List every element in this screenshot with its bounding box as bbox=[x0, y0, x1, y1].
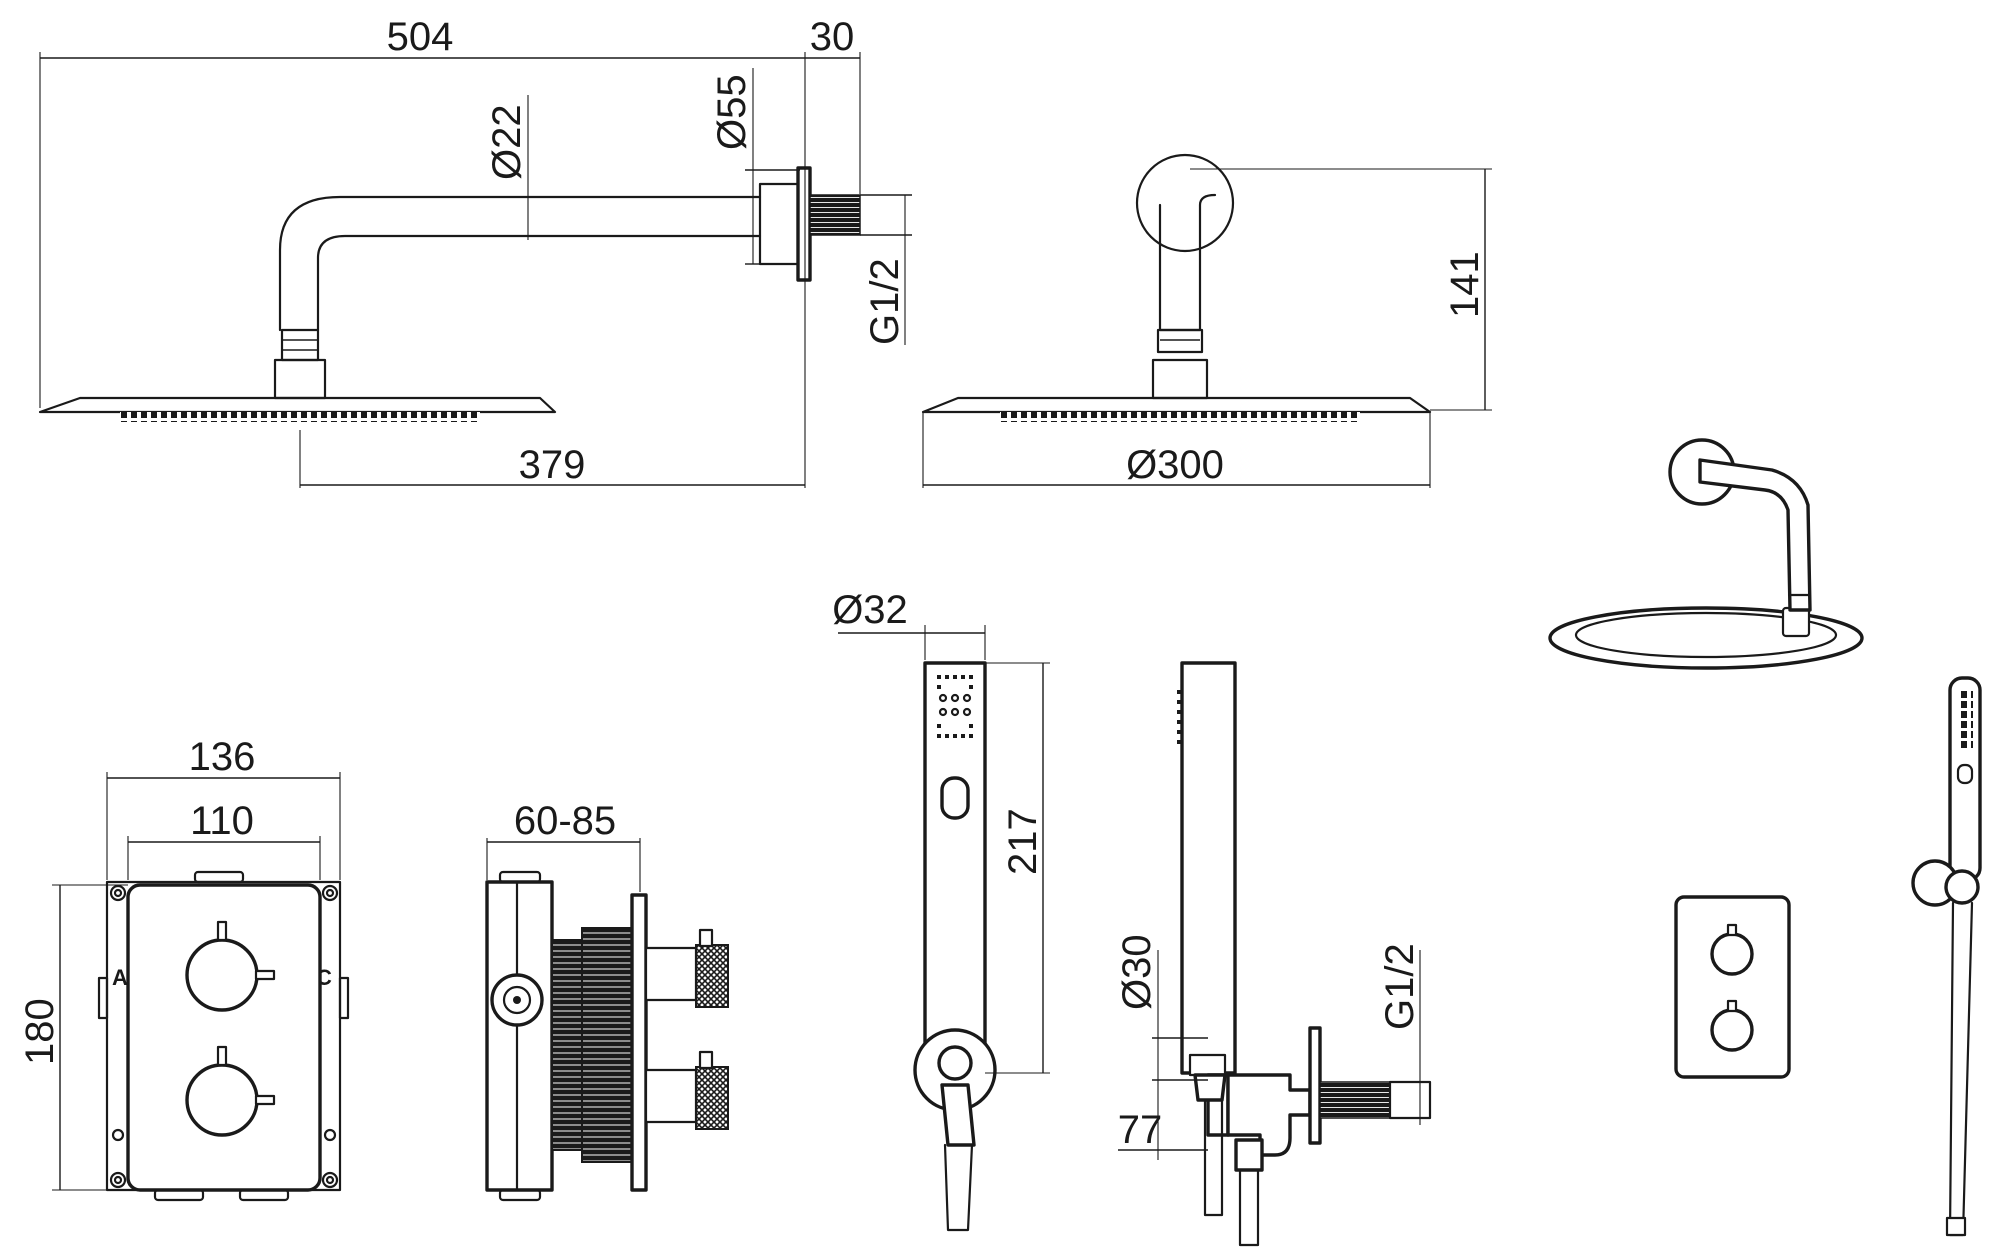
holder-clip bbox=[940, 1083, 976, 1147]
dim-217: 217 bbox=[1001, 808, 1045, 875]
outlet-pipe-end bbox=[1388, 1080, 1432, 1120]
flow-knob bbox=[185, 1063, 259, 1137]
outlet-wall-plate bbox=[1308, 1026, 1322, 1145]
wall-plate-side bbox=[796, 166, 812, 282]
overview-arm bbox=[1698, 458, 1812, 612]
handshower-front-view: Ø32 217 bbox=[832, 588, 1050, 1232]
valve-body-hatch-a bbox=[551, 939, 583, 1151]
nozzle-strip bbox=[120, 412, 480, 422]
arm-front bbox=[1158, 193, 1217, 332]
dim-g12-outlet: G1/2 bbox=[1378, 943, 1422, 1030]
port-letter-a: A bbox=[112, 965, 128, 990]
arm-thread bbox=[809, 194, 861, 236]
hose-front bbox=[943, 1143, 974, 1232]
handshower-body bbox=[923, 661, 987, 1075]
dim-32: Ø32 bbox=[832, 588, 908, 632]
handshower-side-view: Ø30 77 G1/2 bbox=[1115, 661, 1432, 1247]
handshower-side-body bbox=[1180, 661, 1237, 1075]
knob-knurl-top bbox=[695, 944, 729, 1008]
side-cover-plate bbox=[630, 893, 648, 1192]
nozzle-strip-front bbox=[1000, 412, 1360, 422]
overview-thermostat bbox=[1674, 895, 1791, 1079]
dim-136: 136 bbox=[189, 735, 256, 779]
handshower-hose-side-a bbox=[1203, 1098, 1224, 1217]
ball-joint-front bbox=[1156, 328, 1204, 354]
overview-shower-head bbox=[1548, 606, 1864, 670]
dim-110: 110 bbox=[190, 799, 254, 843]
outlet-thread bbox=[1319, 1081, 1391, 1119]
dim-g12-arm: G1/2 bbox=[863, 258, 907, 345]
shower-arm-front-view: 141 Ø300 bbox=[921, 153, 1492, 488]
dim-77: 77 bbox=[1118, 1108, 1163, 1152]
shower-arm-side-view: 504 30 Ø22 Ø55 G1/2 379 bbox=[38, 15, 912, 488]
ball-joint bbox=[280, 328, 320, 362]
overview-knob-top bbox=[1710, 932, 1754, 976]
dim-30-outlet: Ø30 bbox=[1115, 934, 1159, 1010]
wall-rosette-front bbox=[1135, 153, 1235, 253]
dim-30: 30 bbox=[810, 15, 855, 59]
thermostat-side-view: 60-85 bbox=[485, 799, 729, 1202]
dim-504: 504 bbox=[387, 15, 454, 59]
overview-knob-bottom bbox=[1710, 1008, 1754, 1052]
dim-55: Ø55 bbox=[710, 74, 754, 150]
wall-flange-side bbox=[758, 182, 800, 266]
knob-knurl-bottom bbox=[695, 1066, 729, 1130]
thermostat-front-view: A C 136 110 180 bbox=[18, 735, 350, 1202]
dim-141: 141 bbox=[1443, 251, 1487, 318]
dim-379: 379 bbox=[519, 443, 586, 487]
overview-head-connector bbox=[1781, 606, 1811, 638]
system-overview bbox=[1548, 438, 1982, 1237]
arm-tube-bottom bbox=[316, 234, 762, 332]
side-nozzles bbox=[1177, 690, 1182, 744]
cover-plate bbox=[126, 883, 322, 1192]
dim-300: Ø300 bbox=[1126, 443, 1224, 487]
side-box bbox=[485, 880, 554, 1192]
dim-180: 180 bbox=[18, 998, 62, 1065]
valve-body-hatch-b bbox=[581, 927, 633, 1163]
head-disc-front bbox=[921, 396, 1432, 414]
spray-button bbox=[940, 776, 970, 820]
arm-tube-top bbox=[278, 195, 762, 332]
head-disc-side bbox=[38, 396, 557, 414]
dim-60-85: 60-85 bbox=[514, 799, 616, 843]
spray-nozzles bbox=[937, 675, 973, 738]
overview-hose bbox=[1948, 901, 1974, 1237]
connector-front bbox=[1151, 358, 1209, 400]
dim-22: Ø22 bbox=[485, 104, 529, 180]
handshower-hose-side-b bbox=[1238, 1153, 1260, 1247]
head-connector bbox=[273, 358, 327, 400]
temperature-knob bbox=[185, 938, 259, 1012]
